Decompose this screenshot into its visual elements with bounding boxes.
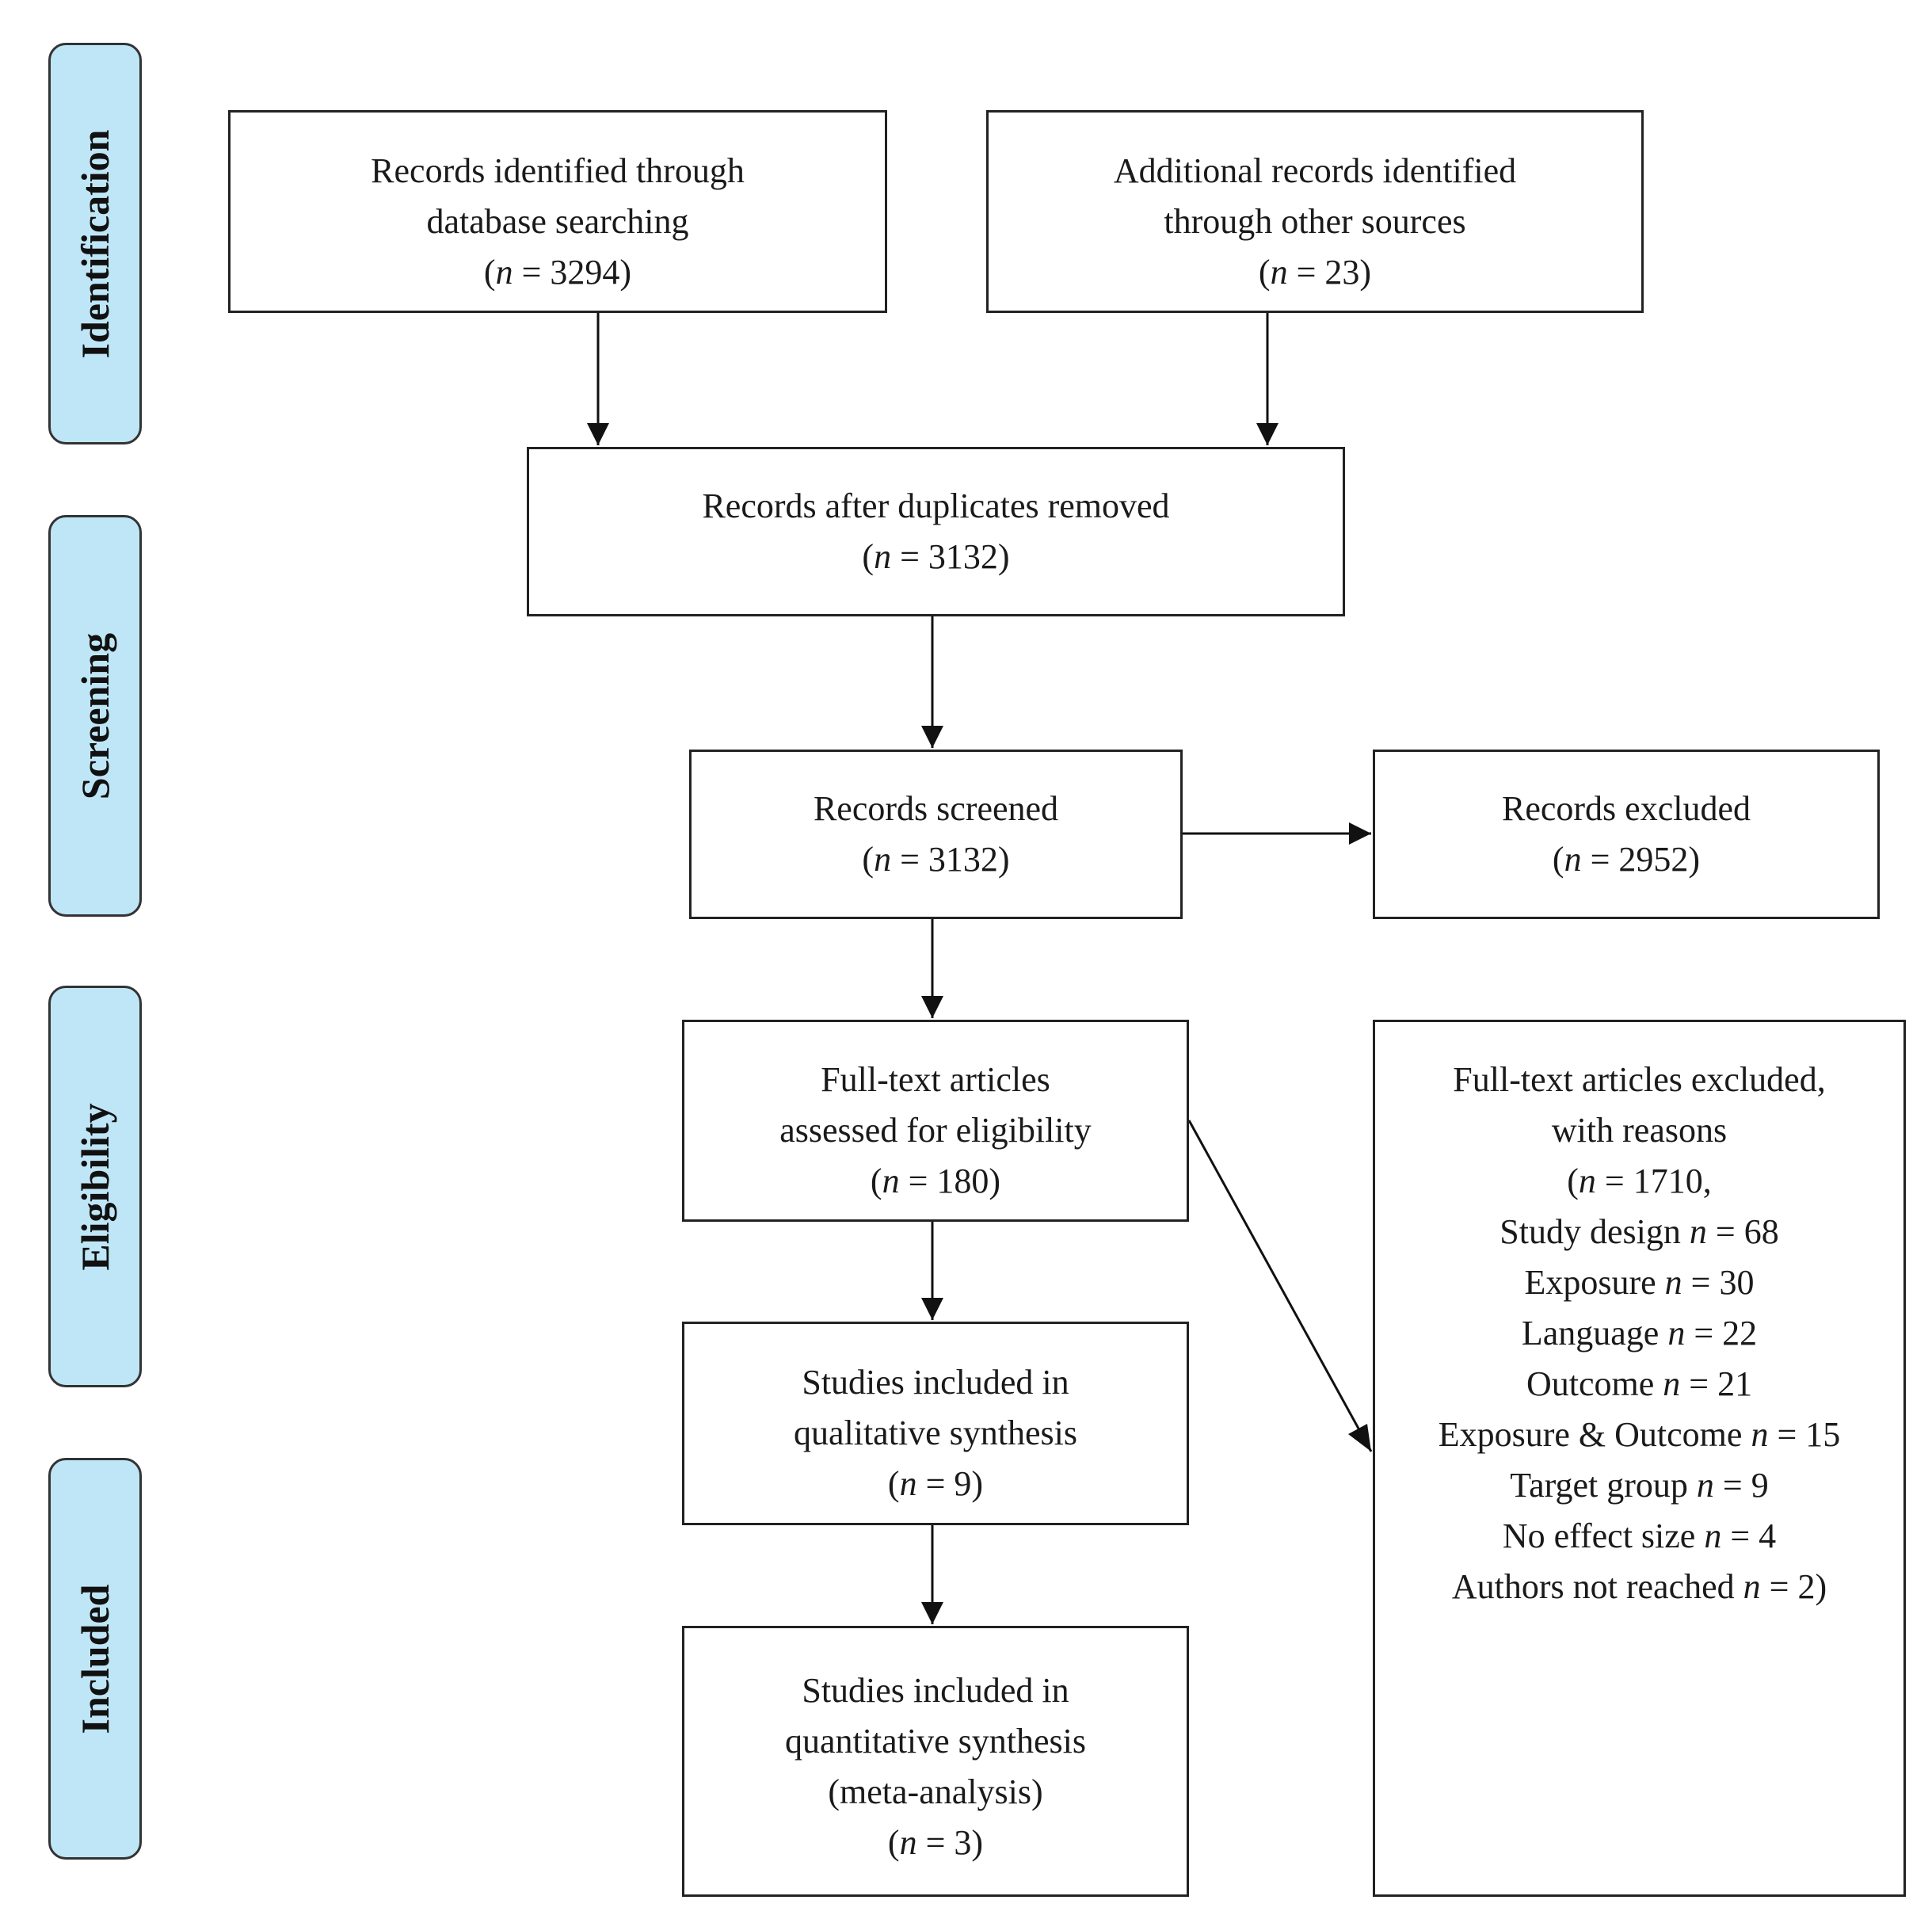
count-value: 2952	[1618, 840, 1689, 879]
reason-item: Language n = 22	[1521, 1314, 1758, 1352]
arrowhead-excluded-ft	[1348, 1424, 1371, 1452]
box-records-excluded: Records excluded (n = 2952)	[1373, 750, 1880, 919]
reason-count: 22	[1722, 1314, 1758, 1352]
arrowhead-fulltext	[921, 996, 943, 1018]
box-count: (n = 3132)	[862, 840, 1010, 879]
stage-included: Included	[48, 1458, 142, 1860]
box-text-line: Studies included in	[802, 1671, 1069, 1710]
count-value: 3	[954, 1823, 972, 1862]
count-value: 23	[1324, 253, 1360, 292]
arrowhead-quant	[921, 1602, 943, 1624]
box-text-line: Records screened	[813, 789, 1059, 828]
count-value: 180	[936, 1162, 989, 1200]
box-count: (n = 3132)	[862, 537, 1010, 576]
reason-label: Study design	[1499, 1212, 1681, 1251]
reason-item: Study design n = 68	[1499, 1212, 1779, 1251]
reason-label: Target group	[1510, 1466, 1688, 1505]
reason-count: 68	[1743, 1212, 1779, 1251]
box-text-line: (meta-analysis)	[828, 1772, 1043, 1811]
box-text-line: assessed for eligibility	[779, 1111, 1092, 1150]
count-value: 3294	[550, 253, 620, 292]
reason-count: 15	[1805, 1415, 1841, 1454]
box-count: (n = 2952)	[1552, 840, 1701, 879]
count-value: 9	[954, 1464, 972, 1503]
box-text-line: Additional records identified	[1113, 151, 1517, 190]
box-text-line: through other sources	[1164, 202, 1466, 241]
box-records-screened: Records screened (n = 3132)	[689, 750, 1183, 919]
count-value: 3132	[928, 537, 998, 576]
arrowhead-db	[587, 423, 609, 445]
stage-eligibility: Eligibility	[48, 986, 142, 1387]
count-value: 1710	[1633, 1162, 1703, 1200]
arrowhead-qual	[921, 1298, 943, 1320]
reason-label: Exposure	[1524, 1263, 1656, 1302]
box-count: (n = 180)	[870, 1162, 1001, 1200]
box-text-line: Records after duplicates removed	[702, 486, 1170, 525]
reason-item: Exposure & Outcome n = 15	[1438, 1415, 1841, 1454]
box-fulltext-assessed: Full-text articles assessed for eligibil…	[682, 1020, 1189, 1222]
box-count: (n = 23)	[1258, 253, 1372, 292]
reason-label: No effect size	[1502, 1517, 1696, 1555]
reason-label: Authors not reached	[1451, 1567, 1735, 1606]
reason-label: Language	[1521, 1314, 1660, 1352]
box-text-line: Records excluded	[1502, 789, 1751, 828]
stage-identification: Identification	[48, 43, 142, 444]
reason-count: 2	[1797, 1567, 1816, 1606]
box-records-database: Records identified through database sear…	[228, 110, 887, 313]
reason-label: Exposure & Outcome	[1438, 1415, 1743, 1454]
box-text-line: Studies included in	[802, 1363, 1069, 1402]
reason-item: Outcome n = 21	[1526, 1364, 1753, 1403]
box-qualitative-synthesis: Studies included in qualitative synthesi…	[682, 1322, 1189, 1525]
box-count: (n = 3)	[887, 1823, 984, 1862]
reason-item: Exposure n = 30	[1524, 1263, 1755, 1302]
reason-count: 30	[1719, 1263, 1755, 1302]
box-text-line: qualitative synthesis	[793, 1413, 1078, 1452]
arrowhead-other	[1256, 423, 1278, 445]
arrow-fulltext-to-excluded-ft	[1187, 1120, 1373, 1452]
box-text-line: quantitative synthesis	[784, 1722, 1087, 1761]
box-quantitative-synthesis: Studies included in quantitative synthes…	[682, 1626, 1189, 1897]
box-fulltext-excluded: Full-text articles excluded, with reason…	[1373, 1020, 1906, 1897]
reason-item: No effect size n = 4	[1502, 1517, 1777, 1555]
reason-count: 21	[1717, 1364, 1753, 1403]
box-text-line: with reasons	[1551, 1111, 1728, 1150]
box-text-line: Full-text articles	[821, 1060, 1050, 1099]
reason-item: Target group n = 9	[1510, 1466, 1769, 1505]
box-count: (n = 9)	[887, 1464, 984, 1503]
reason-item: Authors not reached n = 2)	[1451, 1567, 1827, 1606]
reason-label: Outcome	[1526, 1364, 1655, 1403]
arrowhead-dedup	[921, 726, 943, 748]
count-value: 3132	[928, 840, 998, 879]
box-text-line: database searching	[426, 202, 689, 241]
box-count: (n = 1710,	[1567, 1162, 1712, 1200]
box-records-other-sources: Additional records identified through ot…	[986, 110, 1644, 313]
box-text-line: Full-text articles excluded,	[1453, 1060, 1826, 1099]
box-count: (n = 3294)	[483, 253, 632, 292]
reason-count: 4	[1759, 1517, 1777, 1555]
arrowhead-excluded	[1349, 822, 1371, 845]
box-text-line: Records identified through	[371, 151, 745, 190]
box-records-deduplicated: Records after duplicates removed (n = 31…	[527, 447, 1345, 616]
stage-screening: Screening	[48, 515, 142, 917]
reason-count: 9	[1751, 1466, 1769, 1505]
